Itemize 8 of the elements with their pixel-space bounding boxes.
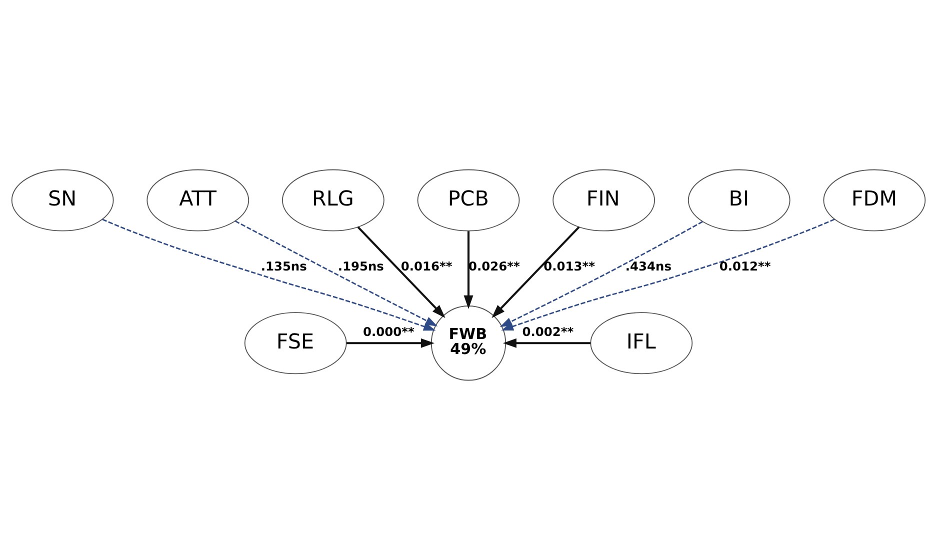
edge-label: .434ns xyxy=(625,259,672,274)
edge-label: 0.016** xyxy=(400,259,452,274)
edge-label: 0.013** xyxy=(544,259,596,274)
edge-label: .135ns xyxy=(260,259,307,274)
edge-label: 0.012** xyxy=(719,259,771,274)
edge-label: 0.000** xyxy=(363,324,414,338)
edge-label: 0.002** xyxy=(522,324,574,338)
edge-label: .195ns xyxy=(338,259,384,274)
